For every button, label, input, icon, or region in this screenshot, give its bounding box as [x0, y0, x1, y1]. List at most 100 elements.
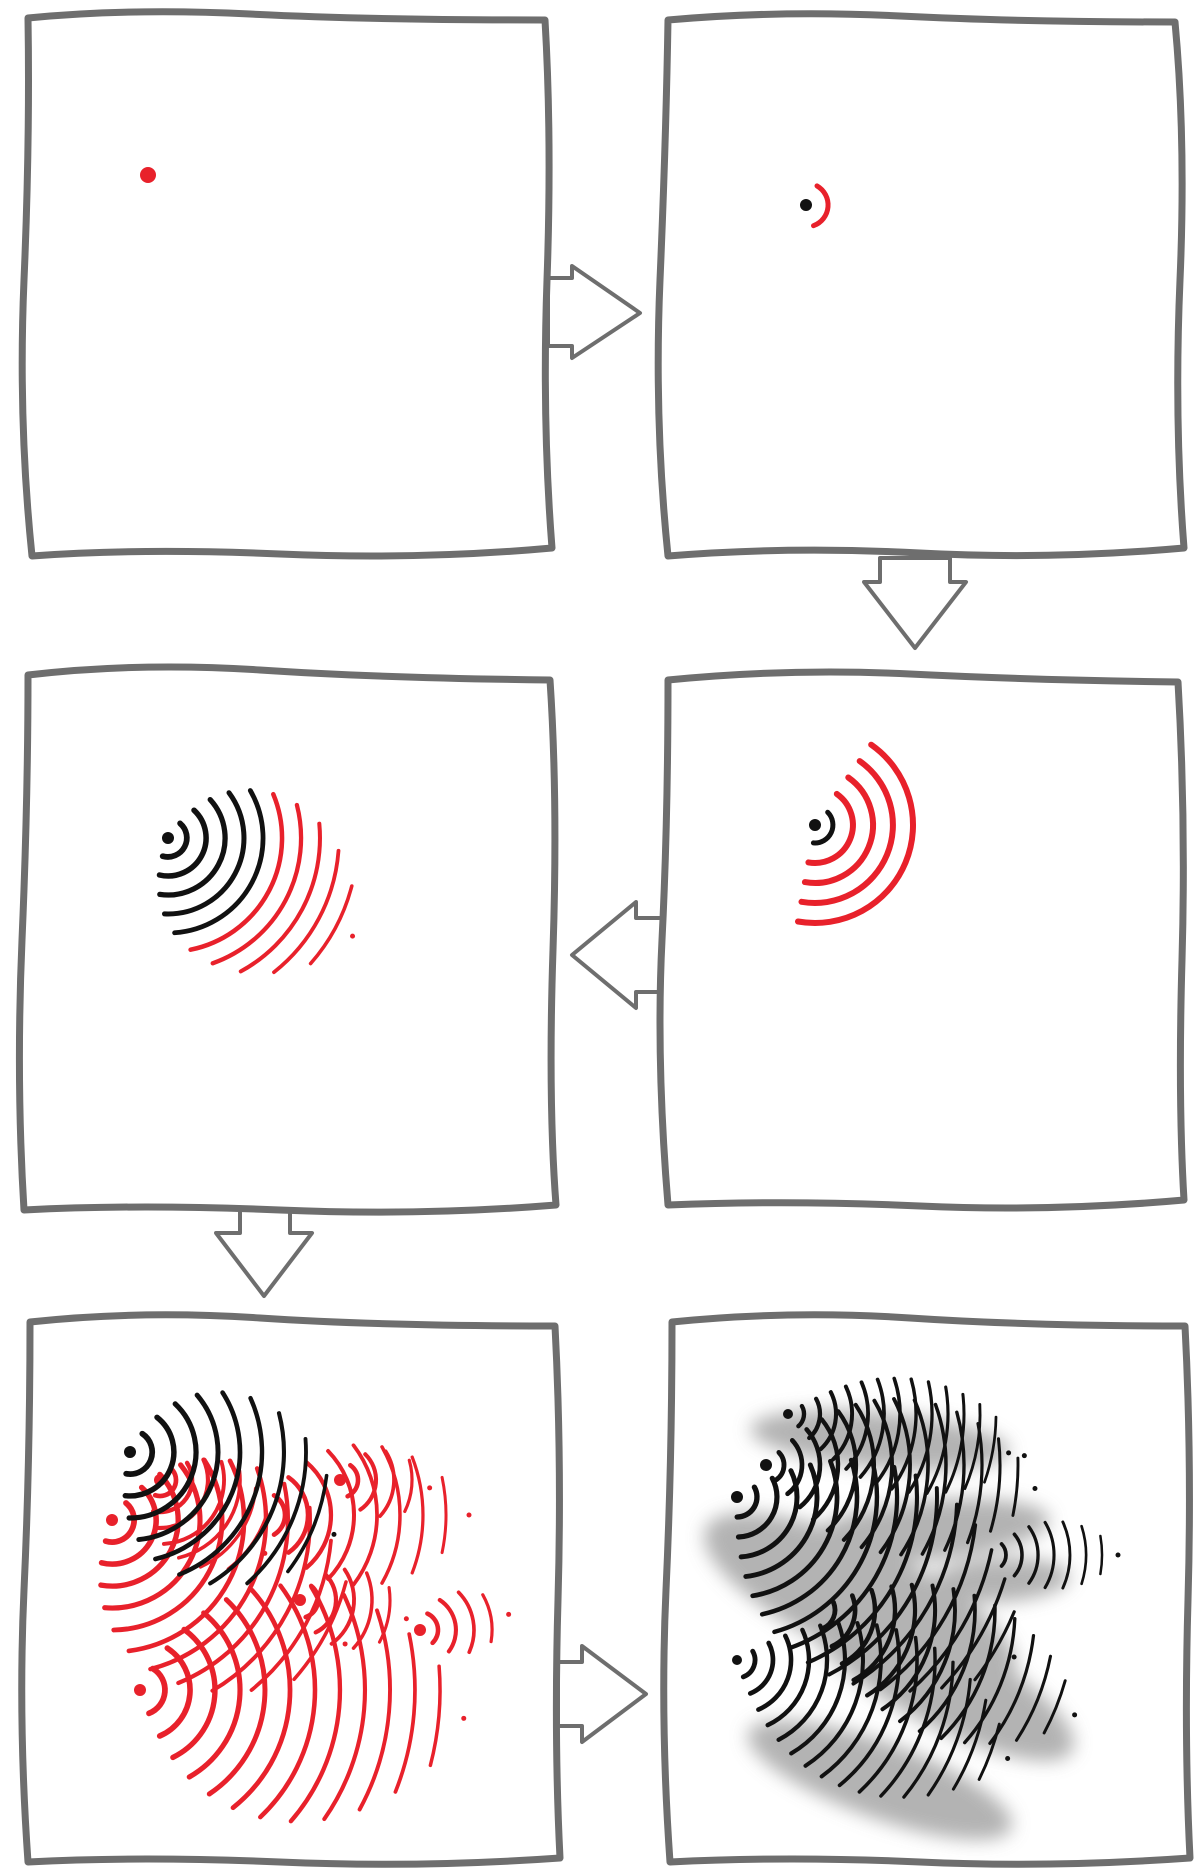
panel-5-content: [98, 1390, 512, 1824]
fish-head-dot: [783, 1409, 793, 1419]
aura-dot: [1021, 1453, 1027, 1459]
aura-stroke: [963, 1403, 982, 1491]
aura-stroke: [738, 1468, 800, 1560]
aura-stroke: [797, 1427, 823, 1510]
aura-stroke: [765, 1627, 812, 1728]
aura-stroke: [102, 1500, 137, 1545]
fish-head-dot: [106, 1514, 118, 1526]
aura-stroke: [351, 1571, 374, 1650]
aura-stroke: [798, 758, 896, 906]
aura-stroke: [839, 1587, 878, 1666]
aura-stroke: [403, 1458, 414, 1513]
fish-head-dot: [124, 1446, 136, 1458]
aura-stroke: [926, 1677, 972, 1797]
fish-head-dot: [134, 1684, 146, 1696]
aura-dot: [506, 1611, 512, 1617]
aura-stroke: [988, 1437, 1002, 1533]
aura-stroke: [796, 1403, 807, 1429]
aura-stroke: [440, 1475, 448, 1555]
aura-stroke: [743, 1462, 820, 1579]
aura-stroke: [1014, 1654, 1053, 1742]
aura-stroke: [873, 1376, 902, 1486]
shading-blob: [747, 1720, 1013, 1840]
aura-stroke: [759, 1457, 860, 1617]
aura-stroke: [810, 1417, 841, 1522]
aura-stroke: [380, 1445, 402, 1585]
aura-stroke: [787, 1464, 900, 1651]
aura-stroke: [206, 1597, 268, 1797]
aura-stroke: [750, 1458, 840, 1599]
aura-stroke: [245, 1436, 308, 1586]
panel-4-content: [795, 741, 916, 926]
aura-stroke: [136, 1392, 221, 1543]
aura-stroke: [210, 802, 304, 966]
aura-dot: [1115, 1552, 1121, 1558]
aura-stroke: [756, 1633, 794, 1712]
aura-stroke: [940, 1577, 1007, 1690]
aura-stroke: [425, 1611, 441, 1646]
fish-head-dot: [732, 1655, 742, 1665]
aura-dot: [1011, 1654, 1017, 1660]
aura-dot: [1005, 1756, 1011, 1762]
panel-4-frame: [656, 668, 1188, 1212]
aura-stroke: [98, 1471, 181, 1589]
aura-stroke: [851, 1502, 959, 1686]
seed-dot: [140, 167, 156, 183]
fish-head-dot: [162, 832, 174, 844]
fish-head-dot: [414, 1624, 426, 1636]
aura-stroke: [358, 1452, 379, 1512]
aura-stroke: [747, 1640, 776, 1696]
aura-stroke: [811, 183, 831, 229]
panel-5-frame: [18, 1311, 564, 1868]
aura-stroke: [917, 1593, 977, 1733]
aura-dot: [1032, 1486, 1038, 1492]
aura-stroke: [481, 1593, 494, 1644]
aura-stroke: [858, 1377, 886, 1479]
aura-stroke: [879, 1646, 937, 1798]
aura-stroke: [437, 1597, 458, 1654]
seed-dot: [809, 819, 821, 831]
aura-stroke: [329, 1567, 356, 1646]
aura-stroke: [176, 1481, 291, 1686]
aura-stroke: [801, 774, 876, 886]
aura-dot: [403, 1616, 409, 1622]
aura-stroke: [1042, 1679, 1067, 1735]
aura-stroke: [410, 1455, 425, 1575]
aura-stroke: [776, 1623, 830, 1742]
aura-stroke: [393, 1632, 417, 1794]
aura-stroke: [286, 1473, 329, 1574]
aura-stroke: [785, 1438, 805, 1497]
aura-stroke: [159, 820, 190, 860]
aura-stroke: [795, 741, 916, 926]
aura-stroke: [1099, 1534, 1104, 1576]
aura-stroke: [902, 1660, 955, 1799]
aura-stroke: [288, 1584, 343, 1824]
fish-head-dot: [760, 1459, 772, 1471]
panel-6-content: [704, 1376, 1121, 1840]
aura-stroke: [898, 1587, 957, 1724]
aura-stroke: [772, 1459, 880, 1635]
aura-stroke: [966, 1422, 984, 1545]
aura-stroke: [272, 848, 341, 975]
aura-stroke: [803, 1620, 865, 1768]
aura-stroke: [238, 821, 322, 974]
panel-1-frame: [18, 8, 556, 560]
arrow-right-5-to-6: [556, 1644, 648, 1744]
panel-2-content: [800, 183, 831, 229]
fish-head-dot: [334, 1474, 346, 1486]
aura-stroke: [973, 1610, 1016, 1682]
aura-stroke: [908, 1548, 994, 1693]
aura-stroke: [170, 1626, 218, 1761]
aura-stroke: [1061, 1520, 1072, 1590]
aura-stroke: [820, 1599, 838, 1631]
aura-stroke: [188, 791, 285, 952]
aura-stroke: [98, 1484, 159, 1567]
arrow-down-2-to-3: [862, 556, 968, 650]
aura-stroke: [303, 1583, 321, 1620]
aura-stroke: [963, 1617, 1017, 1745]
aura-dot: [1072, 1712, 1078, 1718]
aura-stroke: [789, 1621, 847, 1756]
aura-stroke: [983, 1415, 998, 1484]
aura-stroke: [126, 1401, 199, 1521]
aura-stroke: [146, 1665, 168, 1717]
